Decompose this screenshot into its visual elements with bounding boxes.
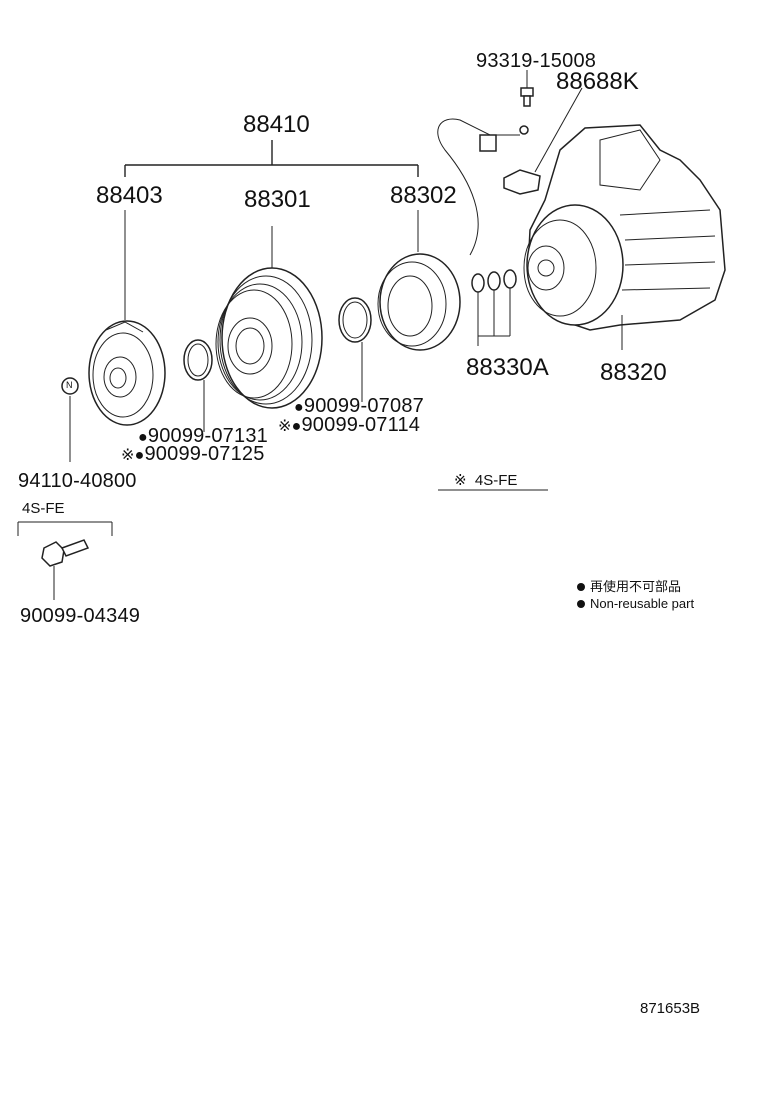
snap-inner-b-number: 90099-07114 [301,414,421,436]
label-washer-nut-mark: N [66,380,73,390]
washer-nut-drawing [61,377,79,462]
legend-jp: 再使用不可部品 [590,579,682,594]
snap-ring-inner-drawing [338,297,372,402]
figure-code: 871653B [640,1000,701,1017]
legend-bullet-jp [577,583,585,591]
label-snap-outer-b: ※●90099-07125 [121,444,265,464]
non-reusable-dot: ● [134,447,145,464]
ref-mark: ※ [121,447,135,464]
label-variant-group: 4S-FE [22,500,65,517]
label-snap-outer-a: ●90099-07131 [138,426,268,446]
label-snap-inner-b: ※●90099-07114 [278,415,420,435]
bolt-drawing [41,539,90,600]
non-reusable-dot: ● [291,418,302,435]
variant-note-text: 4S-FE [474,472,518,489]
non-reusable-dot: ● [294,399,304,416]
label-bracket: 88688K [556,68,639,95]
label-compressor: 88320 [600,359,667,386]
label-orings: 88330A [466,354,549,381]
label-variant-note: ※ 4S-FE [454,473,517,488]
label-snap-inner-a: ●90099-07087 [294,396,424,416]
assembly-bracket [124,140,419,177]
label-washer-nut: 94110-40800 [18,470,137,492]
legend-bullet-en [577,600,585,608]
label-hub: 88403 [96,182,163,209]
label-pulley: 88301 [244,186,311,213]
snap-inner-a-number: 90099-07087 [303,395,424,417]
variant-group-bracket [17,521,113,536]
label-coil: 88302 [390,182,457,209]
label-bolt: 90099-04349 [20,605,141,627]
top-bolt-drawing [520,70,534,107]
bracket-drawing [503,87,583,195]
hub-drawing [88,210,166,426]
ref-mark: ※ [454,472,467,489]
snap-ring-outer-drawing [183,339,213,432]
orings-drawing [471,269,517,346]
label-assembly: 88410 [243,111,310,138]
non-reusable-dot: ● [138,429,148,446]
ref-mark: ※ [278,418,292,435]
legend-en: Non-reusable part [590,596,695,611]
snap-outer-a-number: 90099-07131 [147,425,268,447]
coil-drawing [377,118,529,351]
snap-outer-b-number: 90099-07125 [144,443,265,465]
label-bolt-top: 93319-15008 [476,50,597,72]
compressor-drawing [523,124,726,350]
pulley-drawing [215,226,323,409]
